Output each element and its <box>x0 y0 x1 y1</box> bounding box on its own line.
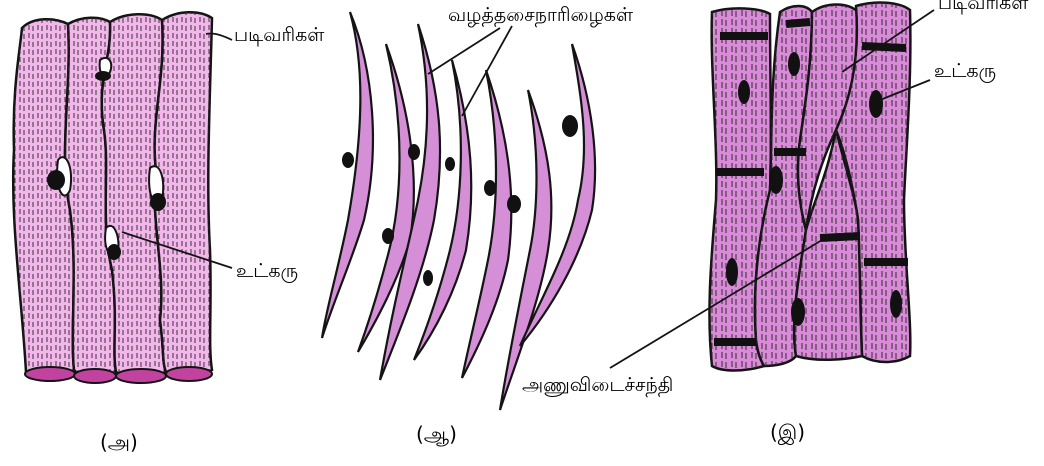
label-nucleus-a: உட்கரு <box>236 262 298 281</box>
nucleus <box>769 166 783 194</box>
label-fibres-b: வழத்தசைநாரிழைகள் <box>448 6 633 25</box>
nucleus <box>562 115 578 137</box>
nucleus <box>408 144 420 160</box>
nucleus <box>382 228 394 244</box>
label-nucleus-c: உட்கரு <box>934 62 996 81</box>
nucleus <box>445 157 455 171</box>
label-intercalated-disc-c: அணுவிடைச்சந்தி <box>522 376 673 395</box>
nucleus <box>791 298 805 326</box>
skeletal-muscle-panel <box>13 12 232 383</box>
nucleus <box>423 270 433 286</box>
label-striations-a: படிவரிகள் <box>234 26 324 45</box>
nucleus <box>869 90 883 118</box>
caption-panel-c: (இ) <box>770 422 805 442</box>
label-striations-c: படிவரிகள் <box>938 0 1028 13</box>
fibre-end <box>166 367 212 381</box>
caption-panel-a: (அ) <box>100 432 138 452</box>
nucleus <box>484 180 496 196</box>
nucleus <box>726 258 738 286</box>
leader-line <box>462 26 512 116</box>
nucleus <box>107 244 121 260</box>
nucleus <box>788 52 800 76</box>
skeletal-fibre <box>13 19 74 376</box>
smooth-muscle-panel <box>322 12 595 410</box>
smooth-fibre <box>322 12 373 338</box>
nucleus <box>890 290 902 318</box>
fibre-end <box>116 369 166 383</box>
nucleus <box>150 193 166 211</box>
nucleus <box>507 195 521 213</box>
nucleus <box>342 152 354 168</box>
cardiac-muscle-panel <box>610 3 934 371</box>
nucleus <box>738 80 750 104</box>
fibre-end <box>74 369 116 383</box>
nucleus <box>95 71 111 81</box>
caption-panel-b: (ஆ) <box>416 424 457 444</box>
nucleus <box>47 170 65 190</box>
fibre-end <box>25 367 75 381</box>
